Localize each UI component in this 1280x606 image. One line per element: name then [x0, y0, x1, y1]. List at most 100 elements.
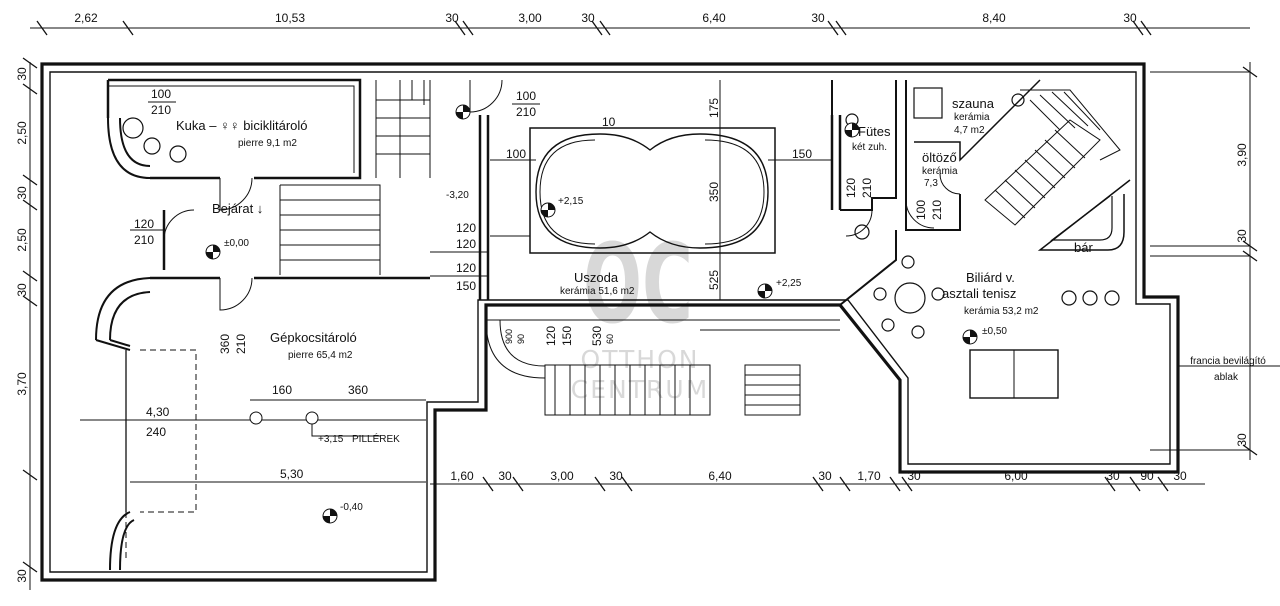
garage-dashed	[125, 349, 197, 560]
pool	[529, 127, 776, 254]
level-billiard: ±0,50	[982, 326, 1007, 337]
dim-pool-height: 350	[707, 182, 721, 202]
room-heating-name: Fütes	[858, 124, 891, 139]
room-labels: Kuka – ♀♀ biciklitároló pierre 9,1 m2 Be…	[176, 96, 1093, 361]
table	[894, 282, 926, 314]
stair-top	[279, 80, 431, 275]
room-billiard-line2: asztali tenisz	[942, 286, 1016, 301]
exterior-wall	[40, 62, 1180, 582]
furniture	[122, 87, 1120, 399]
stair-billiard	[984, 89, 1121, 226]
door-heating-height: 210	[860, 178, 874, 198]
door-entrance[interactable]	[163, 209, 195, 241]
kuka-bin-2	[143, 137, 161, 155]
room-billiard-line1: Biliárd v.	[966, 270, 1015, 285]
room-sauna-name: szauna	[952, 96, 995, 111]
dimension-lines	[29, 27, 1251, 590]
dim-pool-left: 100	[506, 147, 526, 161]
dim-bottom-1: 1,60	[450, 469, 474, 483]
inner-dimension-labels: 175 350 525 100 150 10 120 120 120 150 9…	[146, 98, 812, 481]
door-garage[interactable]	[219, 277, 253, 311]
dim-below-pool-4: 150	[560, 326, 574, 346]
dim-top-6: 6,40	[702, 11, 726, 25]
door-entrance-width: 120	[134, 217, 154, 231]
bar-counter-inner	[1050, 195, 1113, 241]
dim-left-1: 30	[15, 67, 29, 81]
chair-3	[931, 287, 945, 301]
room-pool-finish: kerámia 51,6 m2	[560, 286, 635, 297]
dim-left-7: 30	[15, 569, 29, 583]
door-billiard-height: 210	[930, 200, 944, 220]
dim-pool-notch: 10	[602, 115, 616, 129]
door-kuka-width: 100	[151, 87, 171, 101]
dim-left-2: 2,50	[15, 121, 29, 145]
door-sauna[interactable]	[939, 173, 961, 195]
dim-garage-430: 4,30	[146, 405, 170, 419]
room-pool-name: Uszoda	[574, 270, 619, 285]
curved-walls	[95, 117, 151, 571]
room-heating-note: két zuh.	[852, 142, 887, 153]
door-heating[interactable]	[845, 209, 873, 237]
dim-garage-360: 360	[348, 383, 368, 397]
dim-left-4: 2,50	[15, 228, 29, 252]
pool-basin-inner	[539, 139, 765, 245]
door-pool-width: 100	[516, 89, 536, 103]
dim-top-9: 30	[1123, 11, 1137, 25]
dim-stair-150: 150	[456, 279, 476, 293]
dim-garage-530: 5,30	[280, 467, 304, 481]
level-entrance: ±0,00	[224, 238, 249, 249]
dim-garage-160: 160	[272, 383, 292, 397]
door-heating-width: 120	[844, 178, 858, 198]
right-dimensions: 3,90 30 30	[1235, 143, 1249, 447]
dim-stair-120-a: 120	[456, 221, 476, 235]
billiard-left-wall	[839, 230, 897, 306]
door-garage-width: 360	[218, 334, 232, 354]
pillar-callout	[311, 424, 380, 437]
dim-bottom-5: 6,40	[708, 469, 732, 483]
dim-garage-240: 240	[146, 425, 166, 439]
kuka-bin-3	[169, 145, 187, 163]
window-callout: francia bevilágító ablak	[1178, 356, 1280, 383]
garage-lower-curve	[109, 511, 135, 571]
door-pool[interactable]	[469, 79, 503, 113]
top-dimensions: 2,62 10,53 30 3,00 30 6,40 30 8,40 30	[74, 11, 1137, 25]
door-billiard[interactable]	[905, 199, 935, 229]
pillar-1	[249, 411, 263, 425]
dim-top-4: 3,00	[518, 11, 542, 25]
level-pillars: +3,15	[318, 434, 344, 445]
level-garage: -0,40	[340, 502, 363, 513]
door-entrance-height: 210	[134, 233, 154, 247]
dim-bottom-2: 30	[498, 469, 512, 483]
dim-right-1: 3,90	[1235, 143, 1249, 167]
door-kuka[interactable]	[219, 177, 253, 211]
room-kuka-finish: pierre 9,1 m2	[238, 138, 297, 149]
kuka-room-wall	[108, 78, 362, 180]
pool-basin	[535, 133, 769, 249]
dim-below-pool-2: 90	[516, 334, 526, 344]
dim-pool-bottom: 525	[707, 270, 721, 290]
room-changing-material: kerámia	[922, 166, 958, 177]
sauna-bucket	[1011, 93, 1025, 107]
chair-1	[901, 255, 915, 269]
dim-left-5: 30	[15, 283, 29, 297]
stair-lower	[485, 319, 840, 416]
dim-stair-120-c: 120	[456, 261, 476, 275]
door-kuka-height: 210	[151, 103, 171, 117]
dim-left-6: 3,70	[15, 372, 29, 396]
room-garage-finish: pierre 65,4 m2	[288, 350, 353, 361]
level-stair: -3,20	[446, 190, 469, 201]
dim-bottom-4: 30	[609, 469, 623, 483]
sauna-wall	[905, 80, 961, 231]
room-kuka-name: Kuka – ♀♀ biciklitároló	[176, 118, 308, 133]
dim-right-2: 30	[1235, 229, 1249, 243]
sauna-heater	[913, 87, 943, 119]
door-garage-height: 210	[234, 334, 248, 354]
shower	[854, 224, 870, 240]
kuka-curved-wall	[107, 117, 151, 179]
dim-top-5: 30	[581, 11, 595, 25]
kuka-bin-1	[122, 117, 144, 139]
pool-outline	[529, 127, 776, 254]
callout-line-2: ablak	[1214, 372, 1239, 383]
dim-below-pool-1: 900	[504, 329, 514, 344]
